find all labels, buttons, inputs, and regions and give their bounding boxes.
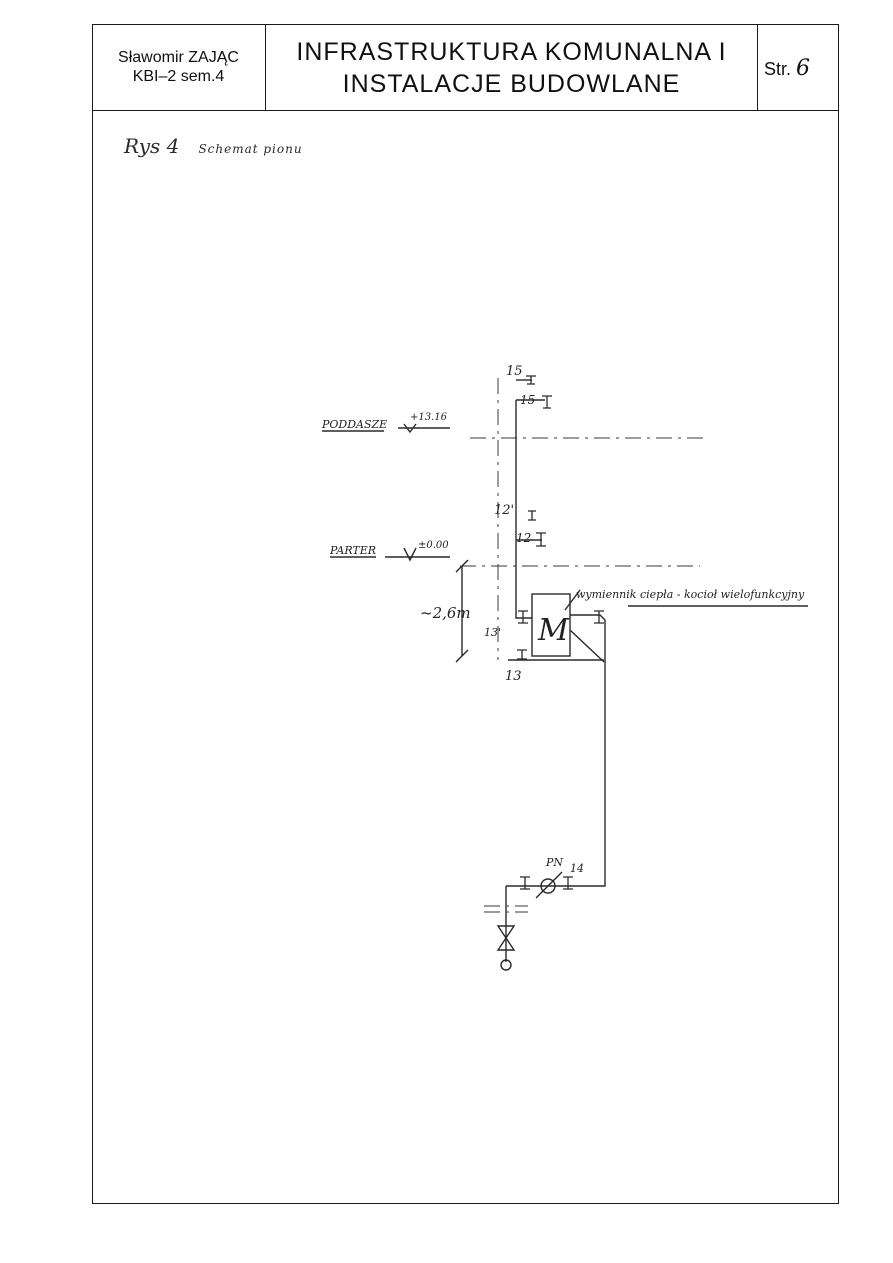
valve-icon [536,532,546,547]
level-lines [460,437,705,567]
page-label: Str. [764,59,792,79]
valve-icon [517,649,527,660]
valve-icon [520,876,530,890]
pipe-label-15: 15 [506,364,523,379]
boiler-box [531,593,571,657]
valve-icon [594,610,604,624]
level-markers: PODDASZE +13.16 PARTER ±0.00 [321,412,450,562]
caption-prefix: Rys 4 [124,134,180,158]
pipe-label-12-prime: 12' [494,503,514,518]
level-ground-label: PARTER [329,544,376,557]
author-name: Sławomir ZAJĄC [118,49,239,66]
pipe-label-12: 12 [516,531,531,545]
page-number: 6 [796,56,811,81]
title-block-author: Sławomir ZAJĄC KBI–2 sem.4 [92,24,266,111]
pipe-label-13: 13 [505,669,522,684]
drawing-frame [92,24,839,1204]
boiler-description: wymiennik ciepła - kocioł wielofunkcyjny [576,588,805,601]
figure-caption: Rys 4 Schemat pionu [124,134,303,158]
level-attic-value: +13.16 [410,412,448,423]
valve-icon [518,610,528,624]
meter-icon [540,878,556,894]
hot-water-riser [515,379,545,619]
boiler-symbol: M [537,613,570,648]
water-connection [484,871,570,971]
pipe-label-15b: 15 [520,393,535,407]
shutoff-valve-icon [496,925,516,951]
dimension: ~2,6m [420,559,471,663]
author-group: KBI–2 sem.4 [132,68,225,85]
supply-pipe [570,614,606,887]
pipe-label-13-prime: 13' [484,626,501,639]
boiler: M [508,589,808,887]
valve-icon [526,375,536,385]
valves [517,375,604,890]
riser-pipe [515,400,532,619]
dimension-tick [455,649,469,663]
dimension-tick [455,559,469,573]
level-triangle-icon [403,423,417,434]
title-line-1: INFRASTRUKTURA KOMUNALNA I [296,38,727,66]
level-ground-value: ±0.00 [418,540,449,551]
leader-line [564,589,581,611]
valve-icon [563,876,573,890]
level-attic-label: PODDASZE [321,418,387,431]
meter-label: PN [545,856,563,869]
valve-icon [542,395,552,409]
connection-icon [500,959,512,971]
caption-text: Schemat pionu [198,142,303,156]
valve-icon [528,510,536,521]
meter-arrow [535,871,563,899]
dimension-label: ~2,6m [420,604,471,622]
level-triangle-icon [403,547,417,562]
boiler-diagonal [569,629,605,663]
pipe-label-14: 14 [570,862,584,875]
title-block-title: INFRASTRUKTURA KOMUNALNA I INSTALACJE BU… [266,24,757,111]
title-block-page: Str. 6 [757,24,839,111]
title-line-2: INSTALACJE BUDOWLANE [342,70,681,98]
